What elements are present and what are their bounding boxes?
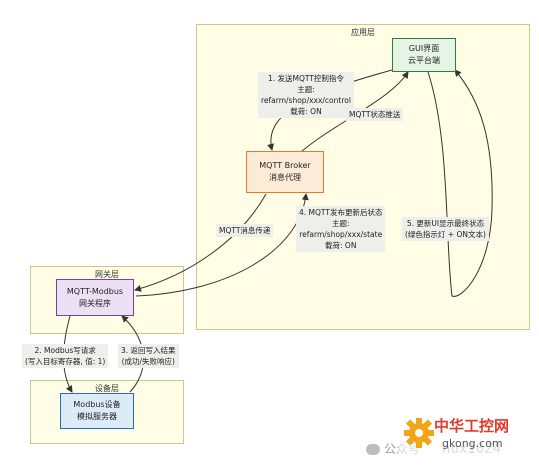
site-domain: gkong.com	[442, 437, 503, 450]
label-status-push-1: MQTT状态推送	[349, 110, 401, 119]
site-logo: 中华工控网 gkong.com	[398, 408, 526, 458]
label-state-publish-1: 4. MQTT发布更新后状态	[299, 208, 383, 217]
label-ui-update: 5. 更新UI显示最终状态 (绿色指示灯 + ON文本)	[402, 217, 489, 241]
label-control-command-1: 1. 发送MQTT控制指令	[267, 74, 344, 83]
gui-node: GUI界面 云平台端	[392, 38, 456, 72]
label-modbus-write-2: (写入目标寄存器, 值: 1)	[25, 357, 106, 366]
label-modbus-write: 2. Modbus写请求 (写入目标寄存器, 值: 1)	[22, 344, 109, 368]
device-node: Modbus设备 模拟服务器	[60, 393, 134, 429]
gui-node-line2: 云平台端	[408, 56, 440, 65]
gateway-node-line1: MQTT-Modbus	[66, 286, 124, 296]
label-control-command-2: 主题:	[297, 85, 315, 94]
label-message-delivery: MQTT消息传递	[216, 224, 274, 237]
label-state-publish: 4. MQTT发布更新后状态 主题: refarm/shop/xxx/state…	[296, 206, 386, 252]
broker-node-line2: 消息代理	[269, 173, 301, 182]
gateway-node-line2: 网关程序	[79, 298, 111, 308]
device-layer-title: 设备层	[95, 384, 119, 393]
gear-icon	[404, 418, 434, 448]
edge-message-delivery	[134, 193, 267, 292]
app-layer-title: 应用层	[351, 28, 375, 37]
device-layer: 设备层	[30, 380, 184, 444]
label-write-result: 3. 返回写入结果 (成功/失败响应)	[118, 344, 179, 368]
site-name: 中华工控网	[434, 417, 510, 435]
label-message-delivery-1: MQTT消息传递	[219, 226, 271, 235]
label-ui-update-1: 5. 更新UI显示最终状态	[406, 219, 485, 228]
broker-node: MQTT Broker 消息代理	[246, 151, 324, 193]
gui-node-line1: GUI界面	[408, 44, 440, 53]
device-node-line2: 模拟服务器	[77, 412, 117, 421]
label-control-command-4: 载荷: ON	[290, 107, 322, 116]
label-state-publish-2: 主题:	[331, 219, 350, 228]
label-state-publish-4: 载荷: ON	[325, 241, 357, 250]
label-state-publish-3: refarm/shop/xxx/state	[299, 230, 383, 239]
gateway-node: MQTT-Modbus 网关程序	[56, 279, 134, 316]
broker-node-line1: MQTT Broker	[259, 161, 311, 170]
gateway-layer-title: 网关层	[95, 270, 119, 279]
label-status-push: MQTT状态推送	[346, 108, 404, 121]
label-write-result-2: (成功/失败响应)	[121, 357, 175, 366]
wechat-icon	[366, 444, 380, 455]
label-modbus-write-1: 2. Modbus写请求	[34, 346, 96, 355]
label-control-command: 1. 发送MQTT控制指令 主题: refarm/shop/xxx/contro…	[258, 72, 354, 118]
label-ui-update-2: (绿色指示灯 + ON文本)	[405, 230, 486, 239]
label-control-command-3: refarm/shop/xxx/control	[261, 96, 351, 105]
label-write-result-1: 3. 返回写入结果	[121, 346, 176, 355]
device-node-line1: Modbus设备	[73, 400, 121, 409]
edge-ui-update	[427, 69, 493, 297]
